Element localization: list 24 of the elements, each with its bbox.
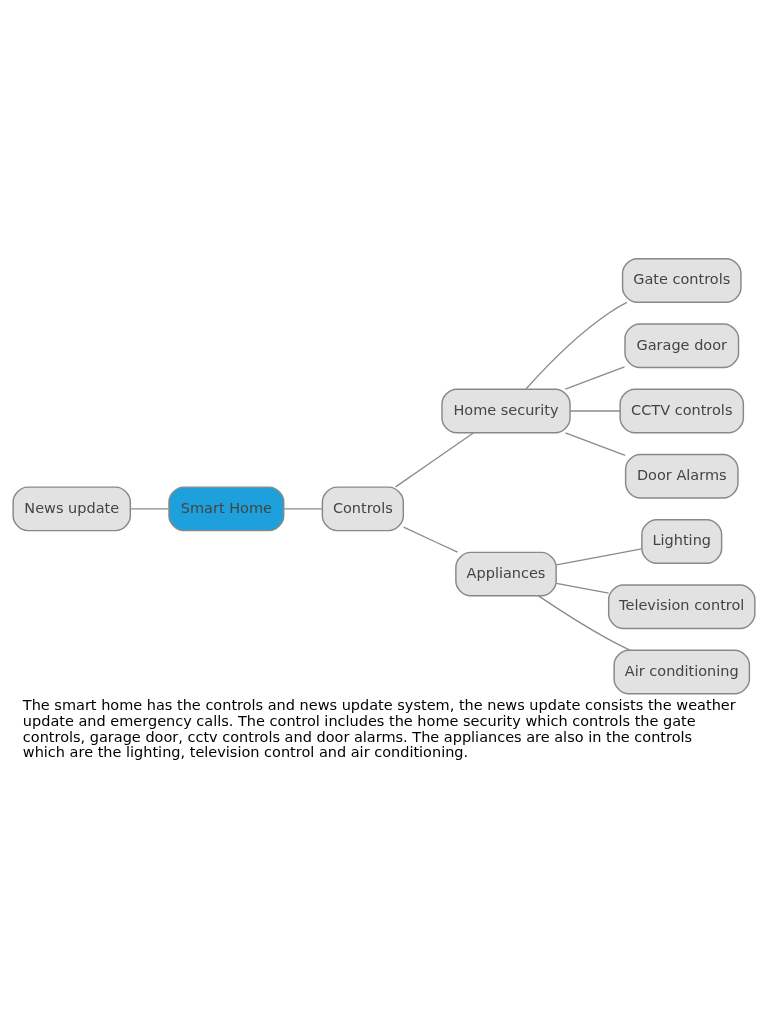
- node-box: Controls: [321, 485, 405, 531]
- connector: [129, 507, 170, 510]
- connector: [402, 526, 459, 553]
- connector: [555, 582, 610, 594]
- connector: [564, 365, 626, 390]
- caption: The smart home has the controls and news update system, the news update consists the weather update and emergency calls. The control includes the home security which controls the gate controls, garage door, cctv controls and door alarms. The appliances are also in the controls which are the lighting, television control and air conditioning.: [22, 696, 736, 760]
- connector: [555, 547, 643, 565]
- node-box: Appliances: [455, 551, 557, 597]
- node-box: Smart Home: [168, 485, 285, 531]
- connector: [564, 431, 626, 456]
- connector: [525, 301, 628, 390]
- node-box: CCTV controls: [619, 388, 745, 433]
- node-box: Garage door: [624, 322, 740, 368]
- node-box: Air conditioning: [613, 649, 751, 694]
- node-box: Television control: [607, 583, 756, 629]
- connector: [283, 507, 323, 510]
- node-box: News update: [12, 485, 132, 531]
- node-box: Gate controls: [621, 257, 742, 303]
- node-box: Door Alarms: [624, 453, 739, 499]
- node-box: Lighting: [641, 518, 723, 564]
- node-box: Home security: [441, 388, 571, 433]
- connector: [537, 594, 631, 651]
- connector: [569, 409, 621, 412]
- connector: [394, 431, 474, 488]
